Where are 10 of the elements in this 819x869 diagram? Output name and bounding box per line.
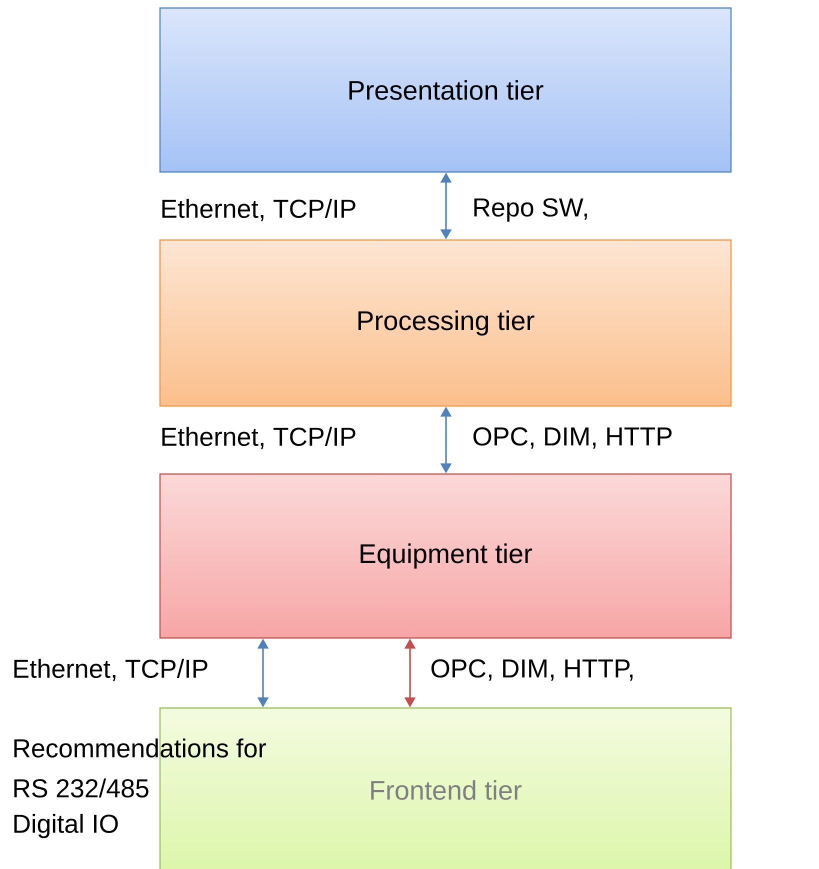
protocol-label: Repo SW, xyxy=(474,198,587,222)
protocol-label: OPC, DIM, HTTP xyxy=(473,427,672,449)
tier-box: Equipment tier xyxy=(159,473,732,639)
protocol-label: Ethernet, TCP/IP xyxy=(162,198,356,222)
tier-box: Processing tier xyxy=(159,239,732,407)
protocol-label: Ethernet, TCP/IP xyxy=(14,658,208,682)
protocol-label: Ethernet, TCP/IP xyxy=(162,426,356,450)
protocol-label: Digital IO xyxy=(14,814,118,838)
protocol-label: OPC, DIM, HTTP, xyxy=(431,659,633,681)
tier-box: Presentation tier xyxy=(159,7,732,173)
